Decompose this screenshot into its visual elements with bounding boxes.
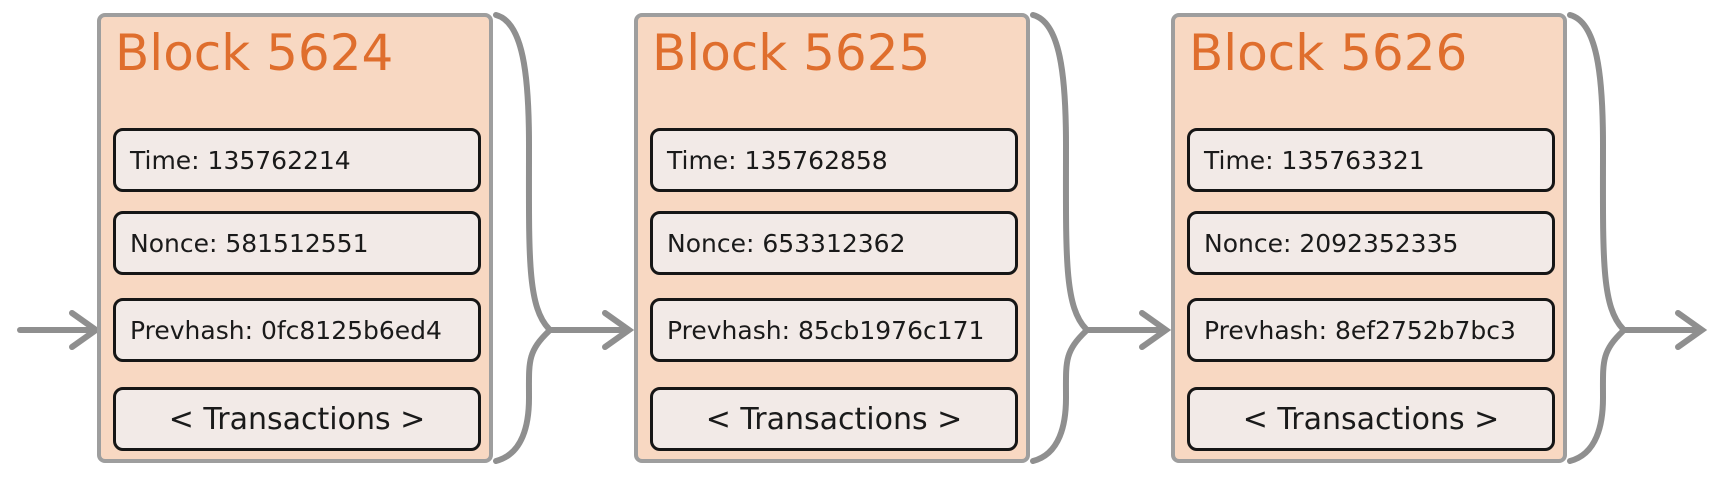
hash-brace-arrow-1-icon bbox=[493, 12, 635, 464]
prevhash-field: Prevhash: 0fc8125b6ed4 bbox=[113, 298, 481, 362]
block-title: Block 5624 bbox=[115, 24, 394, 82]
time-field: Time: 135763321 bbox=[1187, 128, 1555, 192]
nonce-field: Nonce: 653312362 bbox=[650, 211, 1018, 275]
nonce-field: Nonce: 581512551 bbox=[113, 211, 481, 275]
block-title: Block 5626 bbox=[1189, 24, 1468, 82]
time-field: Time: 135762858 bbox=[650, 128, 1018, 192]
block-card-5626: Block 5626 Time: 135763321 Nonce: 209235… bbox=[1171, 13, 1567, 463]
transactions-field: < Transactions > bbox=[1187, 387, 1555, 451]
block-card-5624: Block 5624 Time: 135762214 Nonce: 581512… bbox=[97, 13, 493, 463]
hash-brace-arrow-3-icon bbox=[1567, 12, 1708, 464]
nonce-field: Nonce: 2092352335 bbox=[1187, 211, 1555, 275]
transactions-field: < Transactions > bbox=[113, 387, 481, 451]
block-title: Block 5625 bbox=[652, 24, 931, 82]
prevhash-field: Prevhash: 85cb1976c171 bbox=[650, 298, 1018, 362]
block-card-5625: Block 5625 Time: 135762858 Nonce: 653312… bbox=[634, 13, 1030, 463]
incoming-arrow-icon bbox=[17, 310, 102, 350]
time-field: Time: 135762214 bbox=[113, 128, 481, 192]
hash-brace-arrow-2-icon bbox=[1030, 12, 1172, 464]
prevhash-field: Prevhash: 8ef2752b7bc3 bbox=[1187, 298, 1555, 362]
transactions-field: < Transactions > bbox=[650, 387, 1018, 451]
